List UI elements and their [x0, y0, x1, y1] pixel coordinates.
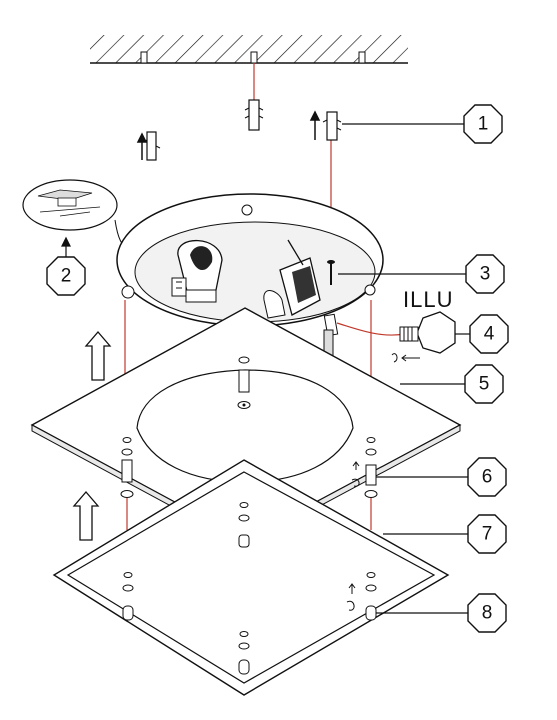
spacer-left	[120, 437, 134, 498]
callout-badge-6: 6	[467, 457, 507, 497]
wall-plug-center	[244, 99, 264, 131]
wiring-detail-inset	[22, 179, 129, 251]
callout-badge-2: 2	[46, 256, 86, 296]
callout-badge-5: 5	[464, 364, 504, 404]
mounting-screw	[327, 260, 335, 285]
lamp-socket-left	[171, 239, 223, 303]
small-arrow-up-icon	[136, 110, 321, 160]
lamp-socket-right	[263, 239, 339, 361]
callout-badge-4: 4	[469, 314, 509, 354]
callout-8-label: 8	[482, 603, 493, 624]
bottom-glass-frame	[52, 459, 450, 696]
callout-7-label: 7	[482, 524, 493, 545]
callout-leaders	[61, 123, 470, 614]
callout-badge-3: 3	[465, 254, 505, 294]
callout-badge-8: 8	[467, 593, 507, 633]
callout-1-label: 1	[478, 114, 489, 135]
callout-badge-1: 1	[463, 104, 503, 144]
lift-arrow-upper-icon	[84, 331, 112, 381]
bulb-label: ILLU	[403, 287, 453, 312]
mounting-base	[116, 193, 384, 327]
spacer-right	[351, 437, 378, 498]
callout-5-label: 5	[479, 374, 490, 395]
callout-4-label: 4	[484, 324, 495, 345]
callout-badge-7: 7	[467, 514, 507, 554]
wall-plug-left	[142, 131, 161, 161]
lift-arrow-lower-icon	[72, 491, 100, 541]
wall-plug-right	[322, 111, 342, 141]
callout-3-label: 3	[480, 264, 491, 285]
finial-nuts	[122, 583, 377, 675]
ceiling	[90, 35, 408, 64]
light-bulb	[391, 311, 456, 363]
callout-2-label: 2	[61, 266, 72, 287]
callout-6-label: 6	[482, 467, 493, 488]
